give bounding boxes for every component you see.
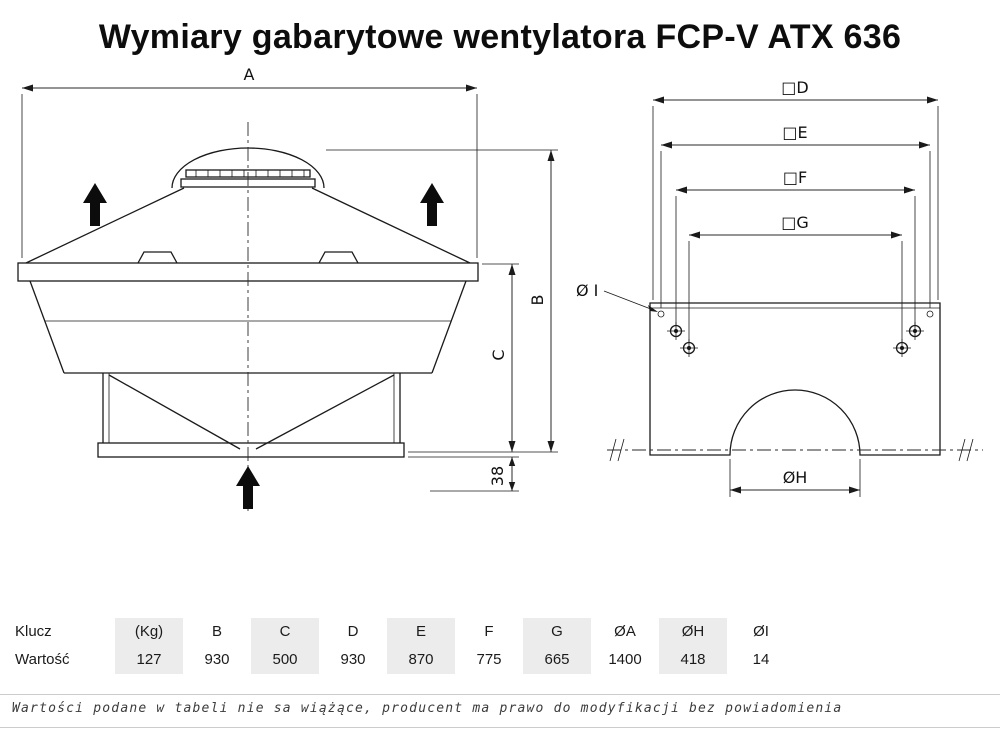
disclaimer-text: Wartości podane w tabeli nie sa wiążące,… bbox=[12, 701, 843, 716]
footer-divider-top bbox=[0, 694, 1000, 695]
dimension-table: Klucz Wartość (Kg) 127 B 930 C 500 D 930… bbox=[10, 618, 795, 674]
dimension-38: 38 bbox=[408, 456, 519, 492]
page-title: Wymiary gabarytowe wentylatora FCP-V ATX… bbox=[98, 18, 902, 56]
table-column-oa: ØA 1400 bbox=[591, 618, 659, 674]
table-header-cell: F bbox=[484, 623, 494, 640]
table-row-label-key: Klucz bbox=[15, 623, 52, 640]
table-column-g: G 665 bbox=[523, 618, 591, 674]
table-column-oi: ØI 14 bbox=[727, 618, 795, 674]
table-header-cell: C bbox=[279, 623, 291, 640]
table-row-label-value: Wartość bbox=[15, 651, 70, 668]
table-value-cell: 870 bbox=[408, 651, 434, 668]
table-value-cell: 665 bbox=[544, 651, 570, 668]
table-column-b: B 930 bbox=[183, 618, 251, 674]
footer-divider-bottom bbox=[0, 727, 1000, 728]
fan-body-outline bbox=[17, 122, 479, 514]
table-header-cell: ØH bbox=[681, 623, 705, 640]
table-column-oh: ØH 418 bbox=[659, 618, 727, 674]
table-column-e: E 870 bbox=[387, 618, 455, 674]
dimension-A: A bbox=[21, 65, 478, 258]
bolt-holes bbox=[667, 322, 924, 357]
dimension-D: □D bbox=[652, 78, 939, 300]
table-header-cell: ØA bbox=[614, 623, 636, 640]
table-header-cell: ØI bbox=[753, 623, 769, 640]
table-value-cell: 14 bbox=[752, 651, 770, 668]
airflow-arrow-icons bbox=[83, 183, 444, 509]
table-value-cell: 500 bbox=[272, 651, 298, 668]
right-view-base-plate: □D □E □F bbox=[576, 78, 983, 497]
base-plate-outline bbox=[607, 302, 983, 462]
dimension-I: Ø I bbox=[576, 281, 658, 312]
table-value-cell: 418 bbox=[680, 651, 706, 668]
table-header-cell: G bbox=[551, 623, 563, 640]
table-header-cell: E bbox=[415, 623, 426, 640]
table-column-d: D 930 bbox=[319, 618, 387, 674]
airflow-up-arrow-left-icon bbox=[83, 183, 107, 226]
pilot-hole-left bbox=[657, 310, 665, 318]
dimension-F-label: □F bbox=[783, 168, 807, 187]
airflow-up-arrow-right-icon bbox=[420, 183, 444, 226]
dimension-H-label: ØH bbox=[783, 468, 808, 487]
table-value-cell: 930 bbox=[340, 651, 366, 668]
airflow-inlet-arrow-icon bbox=[236, 466, 260, 509]
dimension-C: C bbox=[482, 263, 519, 452]
dimension-B-label: B bbox=[528, 295, 547, 306]
dimension-G: □G bbox=[688, 213, 903, 343]
table-row-labels: Klucz Wartość bbox=[10, 618, 115, 674]
dimension-G-label: □G bbox=[781, 213, 809, 232]
dimension-E: □E bbox=[660, 123, 931, 308]
table-column-c: C 500 bbox=[251, 618, 319, 674]
left-view-side-elevation: A bbox=[17, 65, 558, 514]
dimension-I-label: Ø I bbox=[576, 281, 598, 300]
table-value-cell: 930 bbox=[204, 651, 230, 668]
pilot-hole-right bbox=[926, 310, 934, 318]
table-header-cell: D bbox=[347, 623, 359, 640]
dimension-D-label: □D bbox=[781, 78, 808, 97]
dimension-E-label: □E bbox=[782, 123, 807, 142]
dimension-A-label: A bbox=[244, 65, 255, 84]
table-value-cell: 127 bbox=[136, 651, 162, 668]
table-value-cell: 775 bbox=[476, 651, 502, 668]
table-column-kg: (Kg) 127 bbox=[115, 618, 183, 674]
dimension-C-label: C bbox=[489, 349, 508, 360]
dimension-B: B bbox=[326, 149, 558, 453]
table-value-cell: 1400 bbox=[608, 651, 642, 668]
table-column-f: F 775 bbox=[455, 618, 523, 674]
table-header-cell: (Kg) bbox=[134, 623, 164, 640]
dimension-F: □F bbox=[675, 168, 916, 326]
dimension-H: ØH bbox=[729, 459, 861, 497]
dimension-38-label: 38 bbox=[488, 466, 507, 486]
table-header-cell: B bbox=[211, 623, 222, 640]
